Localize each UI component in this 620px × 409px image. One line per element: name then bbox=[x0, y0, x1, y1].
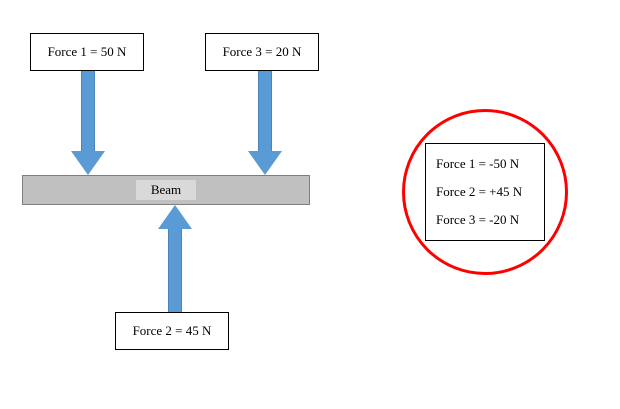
force3-label-box: Force 3 = 20 N bbox=[205, 33, 319, 71]
force2-up-arrow-icon bbox=[158, 205, 192, 312]
force2-arrow-shaft bbox=[168, 229, 182, 312]
force3-arrow-shaft bbox=[258, 71, 272, 151]
force1-label-box: Force 1 = 50 N bbox=[30, 33, 144, 71]
force2-arrow-head bbox=[158, 205, 192, 229]
force3-label: Force 3 = 20 N bbox=[222, 44, 302, 59]
beam: Beam bbox=[22, 175, 310, 205]
result-summary-box: Force 1 = -50 N Force 2 = +45 N Force 3 … bbox=[425, 143, 545, 241]
result-line-force2: Force 2 = +45 N bbox=[436, 184, 523, 199]
force3-down-arrow-icon bbox=[248, 71, 282, 175]
result-line-force1: Force 1 = -50 N bbox=[436, 156, 520, 171]
force2-label: Force 2 = 45 N bbox=[132, 323, 212, 338]
force2-label-box: Force 2 = 45 N bbox=[115, 312, 229, 350]
force1-down-arrow-icon bbox=[71, 71, 105, 175]
result-highlight-circle bbox=[402, 109, 568, 275]
force1-label: Force 1 = 50 N bbox=[47, 44, 127, 59]
force1-arrow-shaft bbox=[81, 71, 95, 151]
force1-arrow-head bbox=[71, 151, 105, 175]
force3-arrow-head bbox=[248, 151, 282, 175]
result-line-force3: Force 3 = -20 N bbox=[436, 212, 520, 227]
beam-label-box: Beam bbox=[135, 180, 197, 200]
beam-label: Beam bbox=[150, 182, 182, 197]
